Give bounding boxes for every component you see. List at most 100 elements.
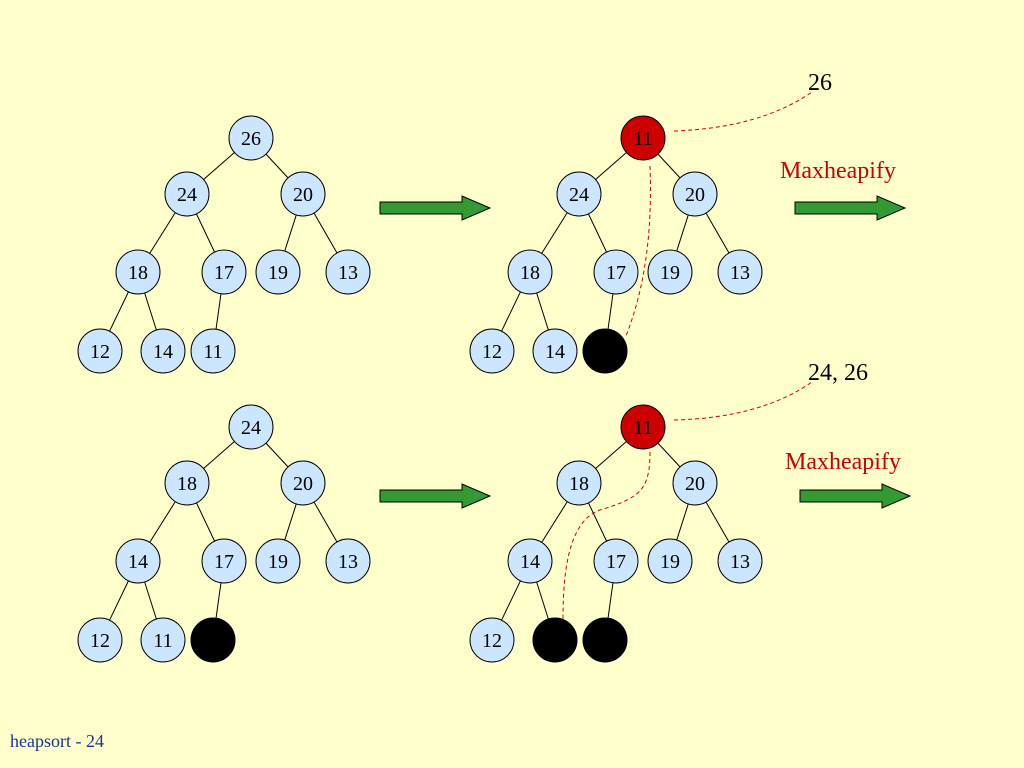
node-circle bbox=[228, 115, 274, 161]
node-circle bbox=[140, 328, 186, 374]
heap-node: 19 bbox=[647, 249, 693, 295]
node-circle bbox=[280, 460, 326, 506]
maxheapify-label-bottom: Maxheapify bbox=[785, 449, 901, 475]
heap-node: 24 bbox=[556, 171, 602, 217]
node-circle bbox=[164, 171, 210, 217]
tree-edge bbox=[607, 582, 614, 619]
node-circle bbox=[620, 115, 666, 161]
node-value: 20 bbox=[685, 473, 705, 495]
tree-edge bbox=[541, 212, 568, 254]
heap-node: 17 bbox=[593, 249, 639, 295]
node-value: 18 bbox=[177, 473, 197, 495]
heap-node: 19 bbox=[647, 538, 693, 584]
node-value: 19 bbox=[660, 262, 680, 284]
heap-node: 13 bbox=[325, 249, 371, 295]
node-value: 13 bbox=[338, 262, 358, 284]
arrow-right-icon bbox=[799, 483, 912, 509]
tree-edge bbox=[536, 581, 549, 620]
node-circle bbox=[647, 538, 693, 584]
tree-edge bbox=[203, 441, 235, 469]
node-value: 13 bbox=[730, 262, 750, 284]
node-circle bbox=[556, 460, 602, 506]
empty-heap-slot bbox=[190, 617, 236, 663]
node-value: 24 bbox=[569, 184, 589, 206]
heap-node: 18 bbox=[115, 249, 161, 295]
tree-edge bbox=[595, 152, 627, 180]
node-value: 14 bbox=[520, 551, 540, 573]
tree-edge bbox=[705, 501, 730, 543]
node-circle bbox=[507, 538, 553, 584]
node-value: 24 bbox=[177, 184, 197, 206]
arrow-right-icon bbox=[379, 195, 492, 221]
node-value: 17 bbox=[214, 551, 234, 573]
heap-node: 14 bbox=[115, 538, 161, 584]
node-circle bbox=[164, 460, 210, 506]
tree-edge bbox=[203, 152, 235, 180]
node-value: 12 bbox=[90, 341, 110, 363]
node-circle bbox=[556, 171, 602, 217]
node-value: 17 bbox=[606, 551, 626, 573]
node-value: 11 bbox=[633, 417, 652, 439]
node-circle bbox=[532, 617, 578, 663]
node-value: 19 bbox=[268, 262, 288, 284]
node-circle bbox=[228, 404, 274, 450]
tree-edge bbox=[144, 581, 157, 620]
node-value: 11 bbox=[153, 630, 172, 652]
empty-heap-slot bbox=[582, 617, 628, 663]
node-circle bbox=[620, 404, 666, 450]
empty-heap-slot bbox=[582, 328, 628, 374]
node-value: 24 bbox=[241, 417, 261, 439]
node-value: 20 bbox=[685, 184, 705, 206]
node-circle bbox=[532, 328, 578, 374]
trees-layer: 26 24 20 18 17 19 13 12 14 11 11 24 20 18 17 19 13 12 14 24… bbox=[77, 115, 763, 663]
node-circle bbox=[469, 617, 515, 663]
tree-edge bbox=[215, 293, 222, 330]
node-circle bbox=[140, 617, 186, 663]
dash-bottom-root-to-label bbox=[673, 381, 813, 421]
node-circle bbox=[77, 328, 123, 374]
tree-edge bbox=[215, 582, 222, 619]
removed-values-top: 26 bbox=[808, 70, 832, 96]
heap-node: 12 bbox=[469, 328, 515, 374]
heap-node: 12 bbox=[469, 617, 515, 663]
tree-edge bbox=[657, 153, 681, 179]
tree-edge bbox=[195, 213, 216, 253]
maxheapify-label-top: Maxheapify bbox=[780, 158, 896, 184]
tree-edge bbox=[149, 212, 176, 254]
heap-node: 11 bbox=[140, 617, 186, 663]
tree-edge bbox=[587, 502, 608, 542]
node-circle bbox=[469, 328, 515, 374]
node-circle bbox=[325, 249, 371, 295]
node-circle bbox=[201, 538, 247, 584]
heap-node: 19 bbox=[255, 249, 301, 295]
tree-edge bbox=[313, 212, 338, 254]
node-circle bbox=[115, 249, 161, 295]
node-value: 20 bbox=[293, 473, 313, 495]
heap-node: 12 bbox=[77, 617, 123, 663]
node-circle bbox=[582, 617, 628, 663]
heap-node: 12 bbox=[77, 328, 123, 374]
tree-edge bbox=[705, 212, 730, 254]
node-circle bbox=[190, 617, 236, 663]
heap-node: 14 bbox=[140, 328, 186, 374]
tree-edge bbox=[676, 503, 689, 541]
node-value: 12 bbox=[90, 630, 110, 652]
heap-node: 13 bbox=[717, 538, 763, 584]
tree-edge bbox=[144, 292, 157, 331]
tree-edge bbox=[536, 292, 549, 331]
heap-node: 17 bbox=[201, 249, 247, 295]
tree-edge bbox=[587, 213, 608, 253]
heap-node: 18 bbox=[164, 460, 210, 506]
node-value: 26 bbox=[241, 128, 261, 150]
heap-node: 13 bbox=[717, 249, 763, 295]
heap-node: 19 bbox=[255, 538, 301, 584]
slide-footer: heapsort - 24 bbox=[10, 731, 104, 751]
node-circle bbox=[77, 617, 123, 663]
node-circle bbox=[280, 171, 326, 217]
node-value: 20 bbox=[293, 184, 313, 206]
